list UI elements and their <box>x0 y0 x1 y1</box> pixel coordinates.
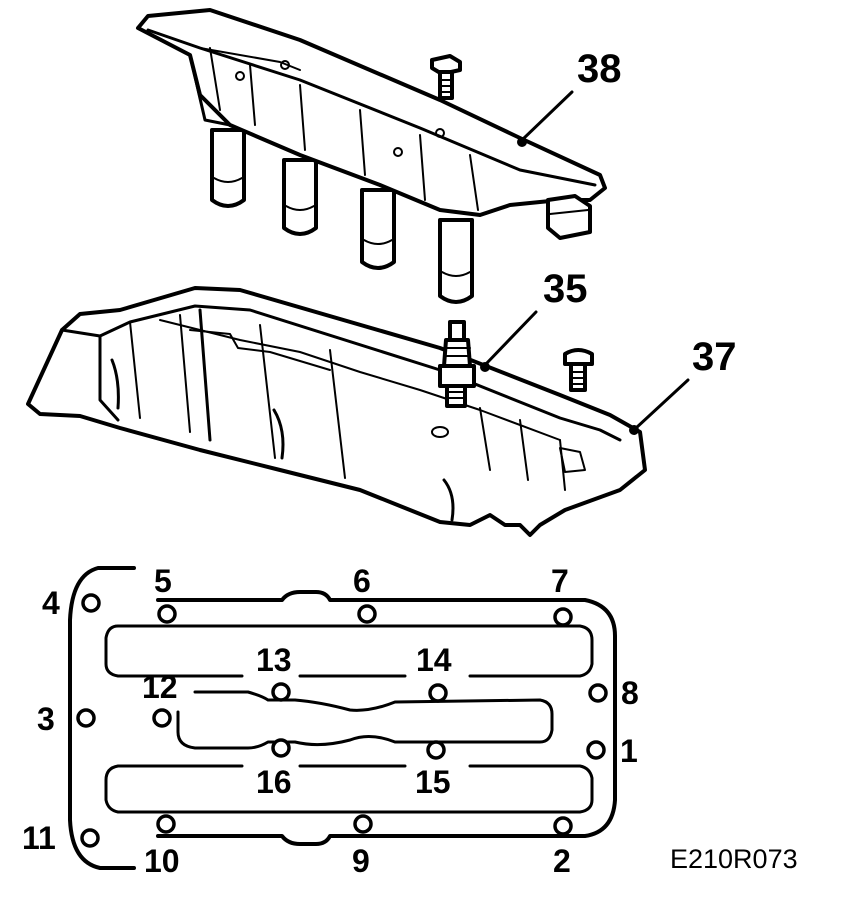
part-label-38: 38 <box>577 47 622 91</box>
bolt-hole-14 <box>428 683 448 703</box>
opening-top <box>104 624 594 678</box>
bolt-hole-6 <box>357 604 377 624</box>
cassette-connector <box>546 194 592 240</box>
figure-code: E210R073 <box>670 844 798 874</box>
seq-label-13: 13 <box>256 642 292 678</box>
opening-middle <box>176 690 554 750</box>
opening-bottom <box>104 764 594 814</box>
valve-cover <box>26 286 647 537</box>
bolt-hole-9 <box>353 814 373 834</box>
seq-label-6: 6 <box>353 563 371 599</box>
bolt-hole-7 <box>553 607 573 627</box>
part-label-37: 37 <box>692 335 737 379</box>
seq-label-7: 7 <box>551 563 569 599</box>
bolt-hole-12 <box>152 708 172 728</box>
gasket-boundary <box>68 566 136 870</box>
cover-bolt <box>563 348 594 392</box>
seq-label-10: 10 <box>144 843 180 879</box>
seq-label-9: 9 <box>352 843 370 879</box>
bolt-hole-11 <box>80 828 100 848</box>
bolt-hole-15 <box>426 740 446 760</box>
bolt-hole-1 <box>586 740 606 760</box>
cassette-body <box>136 8 607 217</box>
seq-label-2: 2 <box>553 843 571 879</box>
bolt-hole-4 <box>81 593 101 613</box>
gasket-outline <box>156 590 617 846</box>
seq-label-4: 4 <box>42 585 60 621</box>
seq-label-15: 15 <box>415 764 451 800</box>
seq-label-1: 1 <box>620 733 638 769</box>
seq-label-3: 3 <box>37 701 55 737</box>
bolt-hole-16 <box>271 738 291 758</box>
tightening-sequence: 1 2 3 4 5 6 7 8 9 10 11 12 13 14 15 16 <box>22 563 639 879</box>
bolt-hole-13 <box>271 682 291 702</box>
seq-label-11: 11 <box>22 820 56 856</box>
coil-barrels <box>210 128 474 304</box>
seq-label-12: 12 <box>142 669 178 705</box>
bolt-hole-10 <box>156 814 176 834</box>
bolt-hole-5 <box>157 604 177 624</box>
seq-label-16: 16 <box>256 764 292 800</box>
bolt-hole-8 <box>588 683 608 703</box>
bolt-hole-2 <box>553 816 573 836</box>
part-label-35: 35 <box>543 267 588 311</box>
bolt-hole-3 <box>76 708 96 728</box>
seq-label-8: 8 <box>621 675 639 711</box>
cassette-bolt <box>430 54 462 100</box>
seq-label-5: 5 <box>154 563 172 599</box>
ignition-cassette <box>136 8 607 304</box>
leader-lines <box>480 90 690 435</box>
seq-label-14: 14 <box>416 642 452 678</box>
spark-plug <box>438 320 476 408</box>
